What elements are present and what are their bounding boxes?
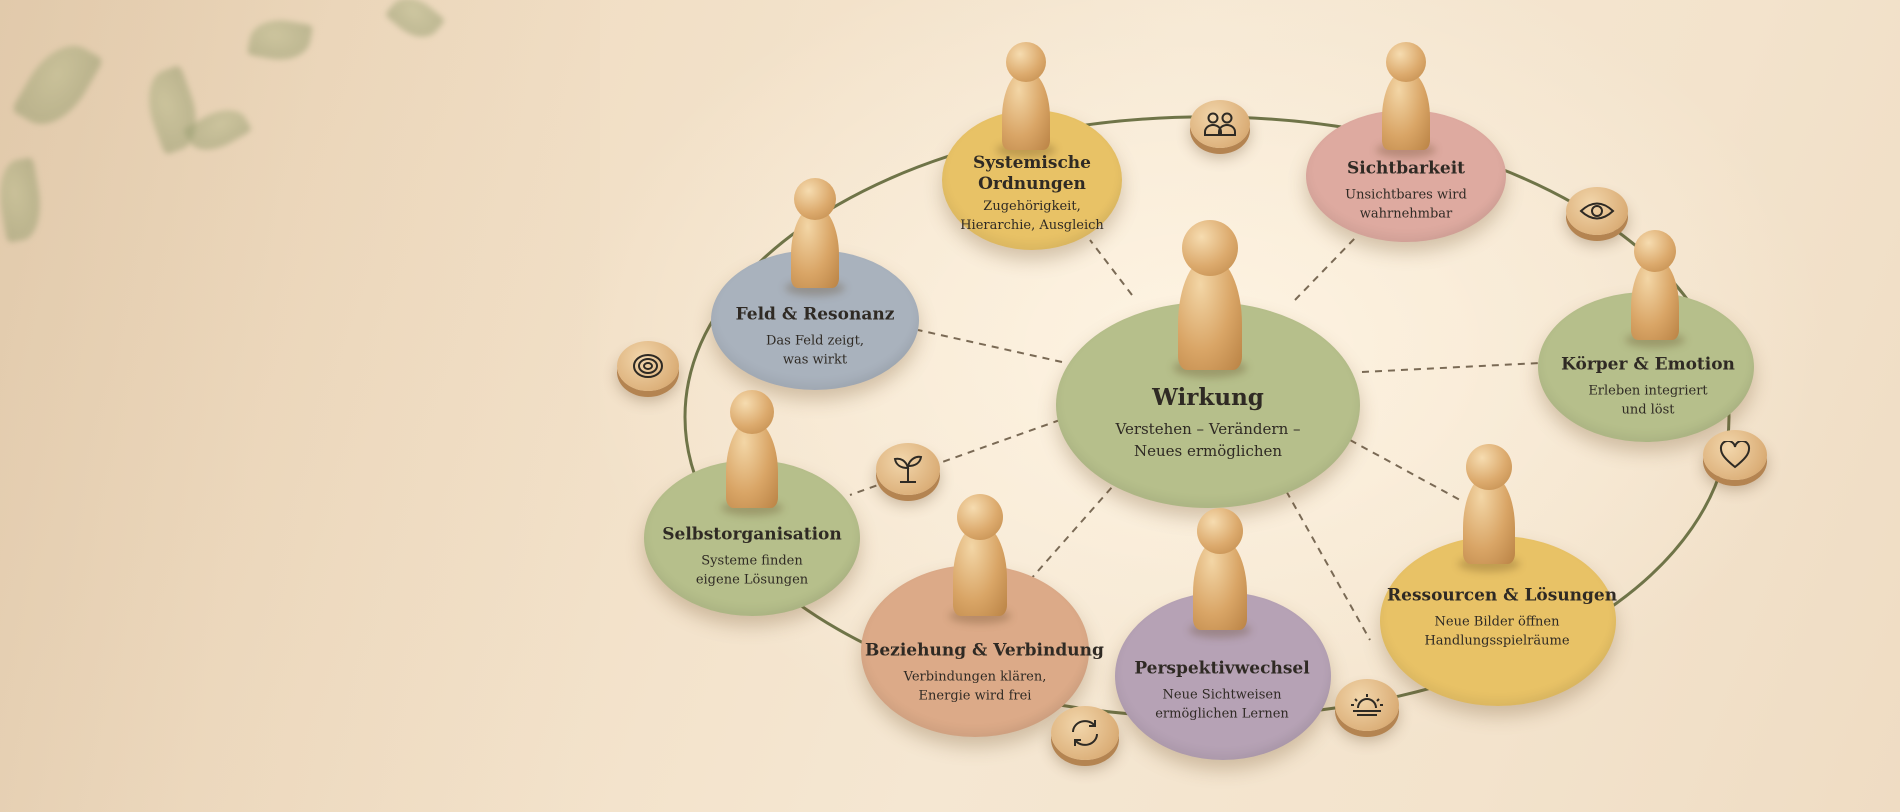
spoke-line [1361,362,1541,373]
spoke-line [1349,439,1461,501]
node-title: Systemische Ordnungen [973,153,1091,194]
spoke-line [1279,479,1371,641]
node-title: Körper & Emotion [1561,354,1735,375]
wooden-figure [996,42,1056,158]
node-title: Feld & Resonanz [735,304,895,325]
node-subtitle: Erleben integriert und löst [1588,383,1708,418]
node-subtitle: Systeme finden eigene Lösungen [695,553,809,588]
wooden-figure [720,390,784,516]
node-disc-sichtbarkeit [1306,110,1506,242]
node-subtitle: Unsichtbares wird wahrnehmbar [1345,187,1467,222]
target-icon [617,341,679,391]
wooden-figure [1625,230,1685,348]
node-label-koerper: Körper & Emotion Erleben integriert und … [1558,355,1738,420]
node-title: Selbstorganisation [662,524,842,545]
node-label-selbst: Selbstorganisation Systeme finden eigene… [657,525,847,590]
node-subtitle: Neue Bilder öffnen Handlungsspielräume [1424,614,1570,649]
wooden-figure-center [1173,220,1247,378]
sprout-icon [876,443,940,495]
node-subtitle: Neue Sichtweisen ermöglichen Lernen [1155,687,1289,722]
light-shadow [0,0,600,812]
center-title: Wirkung [1152,384,1264,411]
cycle-arrows-icon [1051,706,1119,760]
spoke-line [1294,234,1359,301]
node-label-perspektiv: Perspektivwechsel Neue Sichtweisen ermög… [1122,659,1322,724]
sunrise-icon [1335,679,1399,731]
node-label-feld: Feld & Resonanz Das Feld zeigt, was wirk… [730,305,900,370]
node-title: Sichtbarkeit [1346,158,1466,179]
node-subtitle: Das Feld zeigt, was wirkt [766,333,864,368]
center-label: Wirkung Verstehen – Verändern – Neues er… [1078,384,1338,462]
node-title: Ressourcen & Lösungen [1387,585,1618,606]
spoke-line [1089,239,1133,296]
heart-icon [1703,430,1767,480]
node-subtitle: Verbindungen klären, Energie wird frei [903,669,1047,704]
wooden-figure [1376,42,1436,158]
node-title: Perspektivwechsel [1134,658,1310,679]
center-subtitle: Verstehen – Verändern – Neues ermögliche… [1115,420,1301,460]
wooden-figure [1188,508,1252,638]
node-label-systemische: Systemische Ordnungen Zugehörigkeit, Hie… [947,153,1117,235]
node-label-beziehung: Beziehung & Verbindung Verbindungen klär… [865,640,1104,706]
spoke-line [917,329,1063,363]
node-disc-ressourcen [1380,536,1616,706]
node-label-sichtbarkeit: Sichtbarkeit Unsichtbares wird wahrnehmb… [1331,159,1481,224]
wooden-figure [1457,444,1521,572]
wooden-figure [948,494,1012,624]
spoke-line [1029,477,1121,581]
wooden-figure [785,178,845,296]
eye-icon [1566,187,1628,235]
node-title: Beziehung & Verbindung [865,640,1104,661]
node-subtitle: Zugehörigkeit, Hierarchie, Ausgleich [960,199,1104,233]
people-icon [1190,100,1250,148]
node-label-ressourcen: Ressourcen & Lösungen Neue Bilder öffnen… [1387,585,1618,651]
